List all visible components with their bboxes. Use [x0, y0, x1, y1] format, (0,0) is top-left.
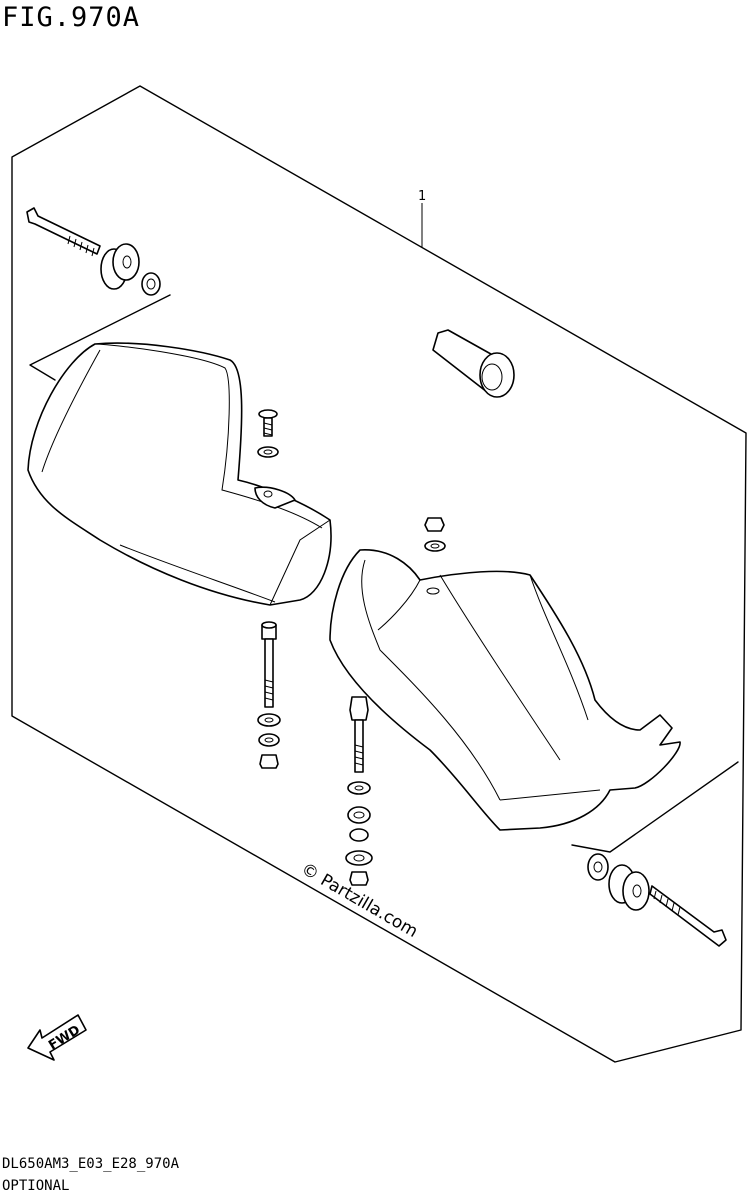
- left-bar-end-bolt: [26, 207, 101, 257]
- right-lower-mount-bolt: [349, 696, 369, 773]
- bar-end-plug: [432, 329, 515, 398]
- right-bar-end-washer: [587, 853, 609, 881]
- left-lower-mount-bolt: [261, 621, 277, 708]
- left-mount-washer: [257, 446, 279, 458]
- callout-label-1: 1: [418, 189, 426, 204]
- fwd-arrow-icon: FWD: [27, 1014, 87, 1061]
- right-lower-nut: [349, 871, 369, 886]
- right-assembly-guide-line: [571, 761, 739, 853]
- kit-boundary-frame: [11, 85, 747, 1063]
- figure-title: FIG.970A: [2, 2, 141, 33]
- right-bar-end-spacer: [608, 864, 650, 911]
- left-bar-end-washer: [141, 272, 161, 296]
- left-lower-washers: [257, 713, 281, 747]
- right-bar-end-bolt: [649, 885, 727, 947]
- right-mount-washer: [424, 540, 446, 552]
- left-bar-end-spacer: [100, 243, 140, 290]
- figure-code: DL650AM3_E03_E28_970A: [2, 1156, 180, 1172]
- right-handguard: [329, 549, 681, 831]
- right-lower-washers: [345, 781, 373, 866]
- left-mount-screw: [258, 409, 278, 437]
- left-assembly-guide-line: [29, 294, 171, 381]
- right-mount-nut: [424, 517, 445, 532]
- left-handguard: [27, 342, 332, 606]
- figure-category: OPTIONAL: [2, 1178, 70, 1194]
- left-lower-nut: [259, 754, 279, 769]
